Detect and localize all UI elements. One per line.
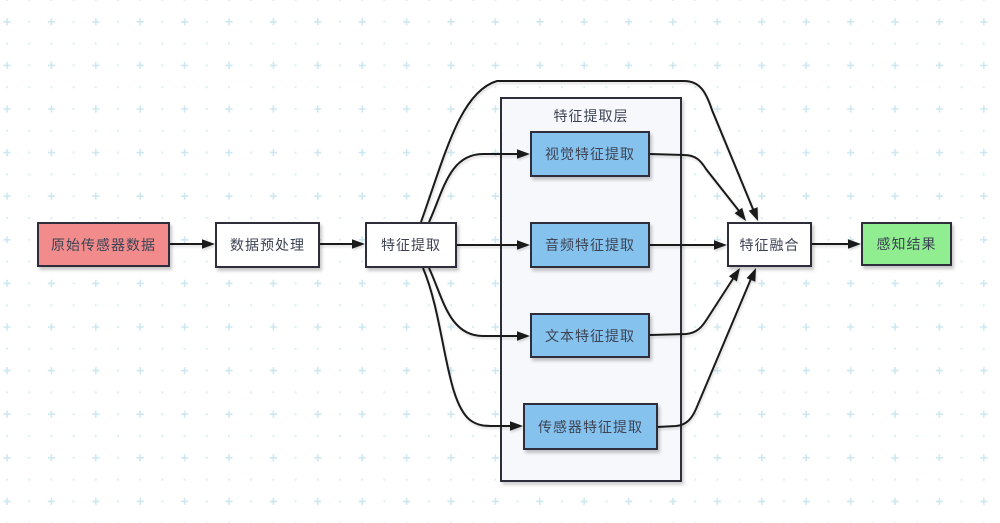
edge-line bbox=[656, 273, 754, 428]
node-text-feature-extraction[interactable]: 文本特征提取 bbox=[530, 313, 650, 358]
node-audio-feature-extraction[interactable]: 音频特征提取 bbox=[530, 222, 650, 268]
edge-line bbox=[649, 270, 739, 336]
node-label: 视觉特征提取 bbox=[545, 146, 635, 162]
edge-preprocessing-to-feature_extraction[interactable] bbox=[320, 239, 365, 249]
arrowhead-icon bbox=[728, 268, 740, 282]
edge-line bbox=[428, 153, 527, 223]
node-feature-fusion[interactable]: 特征融合 bbox=[727, 222, 812, 267]
edge-line bbox=[420, 80, 756, 223]
node-raw-sensor-data[interactable]: 原始传感器数据 bbox=[37, 222, 170, 267]
arrowhead-icon bbox=[510, 421, 523, 431]
edge-feature_extraction-to-feature_fusion[interactable] bbox=[420, 80, 758, 223]
node-label: 特征融合 bbox=[739, 236, 800, 253]
arrowhead-icon bbox=[714, 240, 727, 250]
arrowhead-icon bbox=[746, 268, 756, 282]
edge-feature_extraction-to-audio_feature[interactable] bbox=[457, 240, 530, 250]
arrowhead-icon bbox=[517, 331, 530, 341]
arrowhead-icon bbox=[848, 239, 861, 249]
node-label: 感知结果 bbox=[876, 236, 937, 252]
node-visual-feature-extraction[interactable]: 视觉特征提取 bbox=[530, 131, 650, 177]
arrowhead-icon bbox=[517, 149, 530, 159]
edge-visual_feature-to-feature_fusion[interactable] bbox=[649, 153, 746, 221]
edge-line bbox=[428, 267, 527, 337]
edge-feature_extraction-to-sensor_feature[interactable] bbox=[422, 267, 523, 431]
edge-line bbox=[422, 267, 520, 427]
arrowhead-icon bbox=[734, 207, 746, 221]
group-label: 特征提取层 bbox=[553, 108, 629, 124]
node-label: 原始传感器数据 bbox=[51, 236, 156, 253]
grid-dots bbox=[6, 0, 985, 523]
edge-feature_extraction-to-visual_feature[interactable] bbox=[428, 149, 530, 223]
arrowhead-icon bbox=[202, 239, 215, 249]
node-label: 文本特征提取 bbox=[545, 327, 635, 344]
edge-feature_extraction-to-text_feature[interactable] bbox=[428, 267, 530, 341]
node-label: 音频特征提取 bbox=[545, 237, 635, 253]
edge-raw_sensor_data-to-preprocessing[interactable] bbox=[170, 239, 215, 249]
node-feature-extraction[interactable]: 特征提取 bbox=[365, 222, 457, 268]
edge-text_feature-to-feature_fusion[interactable] bbox=[649, 268, 740, 336]
edge-sensor_feature-to-feature_fusion[interactable] bbox=[656, 268, 756, 428]
node-perception-result[interactable]: 感知结果 bbox=[861, 222, 952, 266]
node-sensor-feature-extraction[interactable]: 传感器特征提取 bbox=[523, 403, 658, 450]
arrowhead-icon bbox=[748, 207, 758, 221]
edge-line bbox=[649, 153, 744, 217]
node-label: 数据预处理 bbox=[230, 237, 305, 253]
node-data-preprocessing[interactable]: 数据预处理 bbox=[215, 222, 320, 268]
edge-audio_feature-to-feature_fusion[interactable] bbox=[650, 240, 727, 250]
node-label: 特征提取 bbox=[381, 237, 441, 253]
arrowhead-icon bbox=[517, 240, 530, 250]
arrowhead-icon bbox=[352, 239, 365, 249]
edge-feature_fusion-to-perception_result[interactable] bbox=[812, 239, 861, 249]
node-label: 传感器特征提取 bbox=[538, 418, 643, 435]
